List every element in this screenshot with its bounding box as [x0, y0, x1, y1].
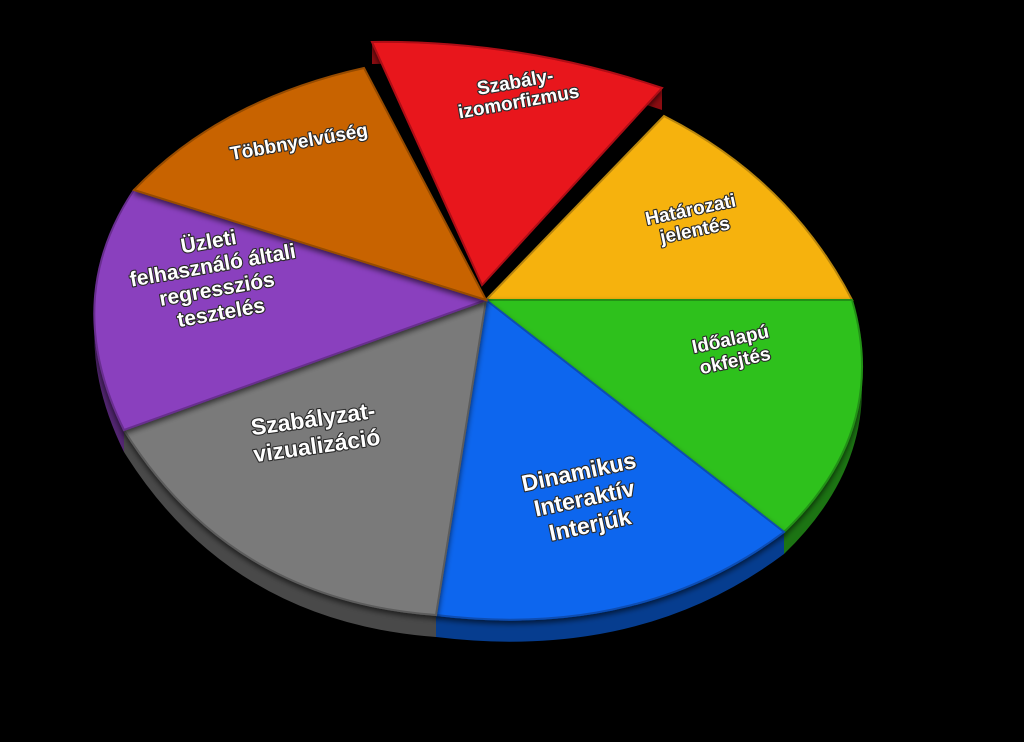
segment-label-uzleti: Üzletifelhasználó általiregressziósteszt…	[124, 216, 306, 339]
segment-label-szabaly: Szabály-izomorfizmus	[453, 62, 581, 124]
pie-segment-idoalapu	[483, 299, 863, 534]
pie-side-szabalyzat	[124, 430, 436, 637]
pie-segment-tobbnyelvuseg	[132, 66, 489, 302]
pie-segment-szabalyzat	[122, 298, 488, 617]
segment-label-idoalapu: Időalapúokfejtés	[690, 321, 775, 379]
pie-side-dinamikus	[436, 532, 784, 642]
pie-segment-dinamikus	[434, 298, 786, 621]
pie-segment-szabaly	[370, 40, 664, 287]
pie-segment-hatarozati	[483, 114, 854, 301]
pie-segment-uzleti	[93, 188, 490, 432]
